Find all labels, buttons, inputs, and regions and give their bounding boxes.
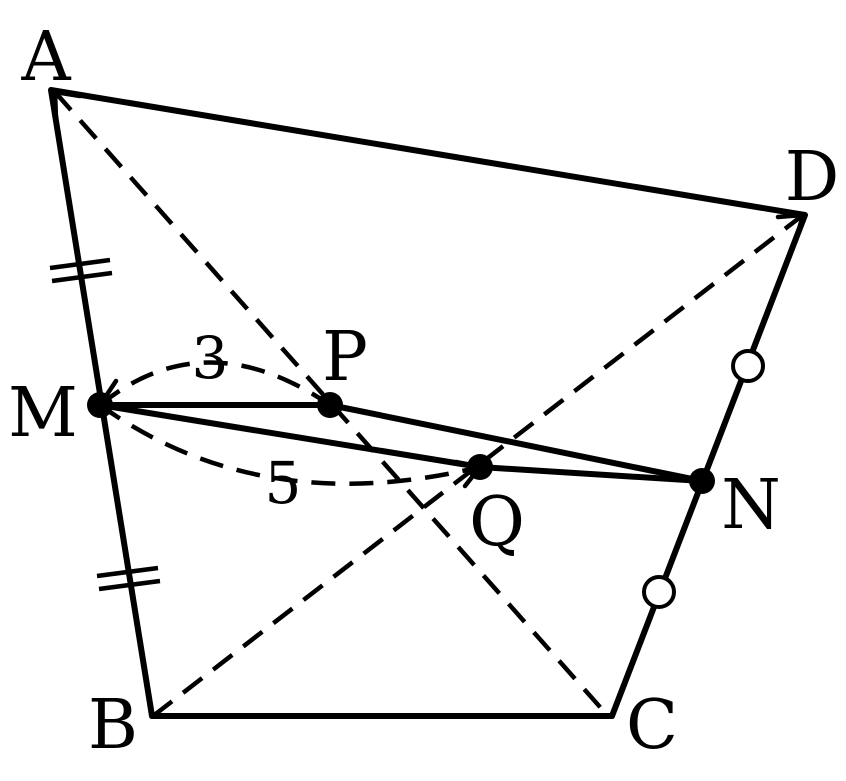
arc-mp-measure xyxy=(98,360,332,407)
tick-mb-1 xyxy=(96,565,159,579)
measure-mp: 3 xyxy=(192,324,229,392)
tick-am-2 xyxy=(51,270,113,284)
label-n: N xyxy=(721,466,781,545)
label-b: B xyxy=(88,686,138,765)
point-m xyxy=(87,392,113,418)
point-n xyxy=(689,468,715,494)
arc-mq-measure xyxy=(98,403,481,486)
label-a: A xyxy=(20,18,71,97)
circle-mark-nc xyxy=(642,575,676,609)
measure-mq: 5 xyxy=(265,449,302,517)
point-p xyxy=(317,392,343,418)
quadrilateral-abcd xyxy=(48,87,808,719)
label-d: D xyxy=(785,138,840,217)
label-p: P xyxy=(322,318,368,397)
label-q: Q xyxy=(469,483,525,562)
point-q xyxy=(467,454,493,480)
segment-qn xyxy=(477,464,705,484)
diagonal-bd xyxy=(151,213,805,718)
label-c: C xyxy=(626,686,678,765)
circle-mark-dn xyxy=(731,349,765,383)
tick-mb-2 xyxy=(98,578,161,592)
diagonal-ac xyxy=(53,90,610,718)
label-m: M xyxy=(8,374,78,453)
segment-mq xyxy=(97,402,483,470)
tick-am-1 xyxy=(49,257,111,271)
segment-pn xyxy=(327,402,705,484)
